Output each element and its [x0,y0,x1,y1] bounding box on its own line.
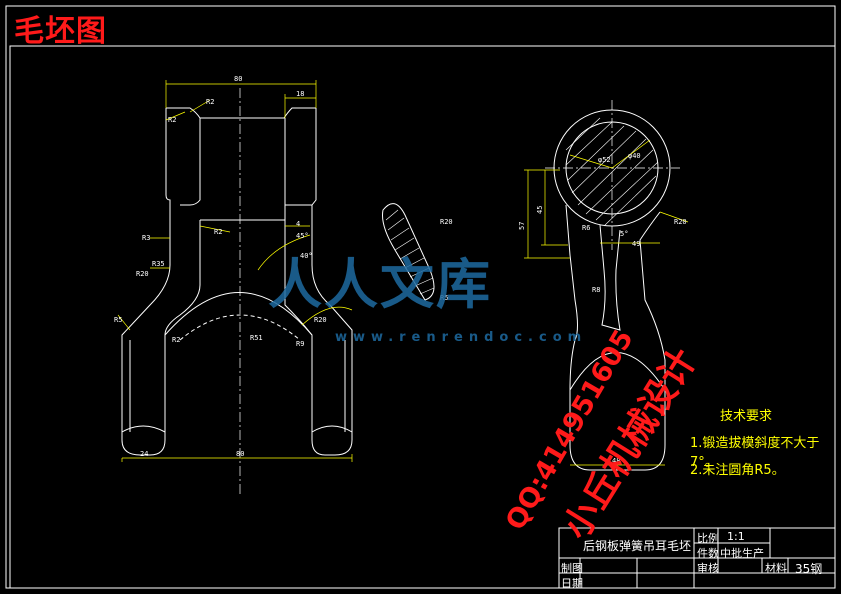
tech-req-heading: 技术要求 [720,409,773,424]
title-block-production: 中批生产 [720,547,764,560]
front-top-bar [166,107,316,119]
dim-side-r8: R8 [592,286,600,294]
title-block-date-label: 日期 [561,577,583,590]
dim-front-r2-c: R2 [214,228,222,236]
front-section-outline [382,203,435,301]
side-dimension-text: 57 45 φ52 φ40 R20 R6 5° 49 R8 48 [518,152,687,465]
dim-section-r20: R20 [440,218,453,226]
front-right-lug [311,425,353,433]
dim-front-40deg: 40° [300,252,313,260]
dim-front-r5: R5 [114,316,122,324]
dim-front-r2-b: R2 [206,98,214,106]
dim-front-bottom-left: 24 [140,450,148,458]
side-dimensions [524,139,689,466]
drawing-title: 毛坯图 [14,14,107,49]
side-stem-inner [599,224,621,331]
dim-side-d40: φ40 [628,152,641,160]
side-eye-hatch [565,117,659,227]
front-section-hatch [385,209,435,295]
dim-front-45deg: 45° [296,232,309,240]
front-arc-hidden [179,314,301,341]
tech-req-item-1: 1.锻造拔模斜度不大于7°。 [690,436,820,470]
drawing-frame [9,45,836,589]
tech-req-item-2: 2.未注圆角R5。 [690,463,785,478]
dim-front-r20-b: R20 [314,316,327,324]
front-left-lug [121,425,166,433]
title-block-material-label: 材料 [765,562,787,575]
front-view [121,88,435,495]
side-stem [565,204,666,471]
dim-side-57: 57 [518,222,526,230]
watermark-library: 人人文库 [268,253,492,316]
dim-front-width: 80 [234,75,242,83]
dim-side-5deg: 5° [620,230,628,238]
front-left-arm [121,108,201,456]
front-right-arm [284,108,353,456]
title-block-scale-label: 比例 [697,532,719,545]
dim-side-48: 48 [612,457,620,465]
dim-side-49: 49 [632,240,640,248]
front-inner-left-top [180,118,201,206]
watermark-url: www.renrendoc.com [335,330,588,345]
dim-front-r20: R20 [136,270,149,278]
dim-section-r5: R5 [440,294,448,302]
dim-side-r20: R20 [674,218,687,226]
front-dimensions [117,80,353,462]
dim-front-r9: R9 [296,340,304,348]
title-block-check-label: 审核 [697,562,719,575]
dim-front-r2-d: R2 [172,336,180,344]
dim-front-r51: R51 [250,334,263,342]
front-dimension-text: 80 18 24 80 R2 R2 R2 R3 R35 R20 R5 R2 4 … [114,75,453,458]
dim-side-45: 45 [536,206,544,214]
dim-front-r35: R35 [152,260,165,268]
title-block-part-name: 后钢板弹簧吊耳毛坯 [583,539,692,553]
front-bottom-arc [164,292,313,336]
dim-front-r2-a: R2 [168,116,176,124]
dim-side-d52: φ52 [598,156,611,164]
title-block-quantity-label: 件数 [697,547,719,560]
dim-front-bottom-total: 80 [236,450,244,458]
title-block [558,527,836,589]
dim-front-4: 4 [296,220,300,228]
title-block-material-value: 35钢 [795,562,823,576]
dim-front-r3: R3 [142,234,150,242]
title-block-scale-value: 1:1 [727,530,745,543]
title-block-drawn-label: 制图 [561,562,583,575]
dim-side-r6: R6 [582,224,590,232]
dim-front-right-lug: 18 [296,90,304,98]
side-bottom-eye [569,352,666,391]
